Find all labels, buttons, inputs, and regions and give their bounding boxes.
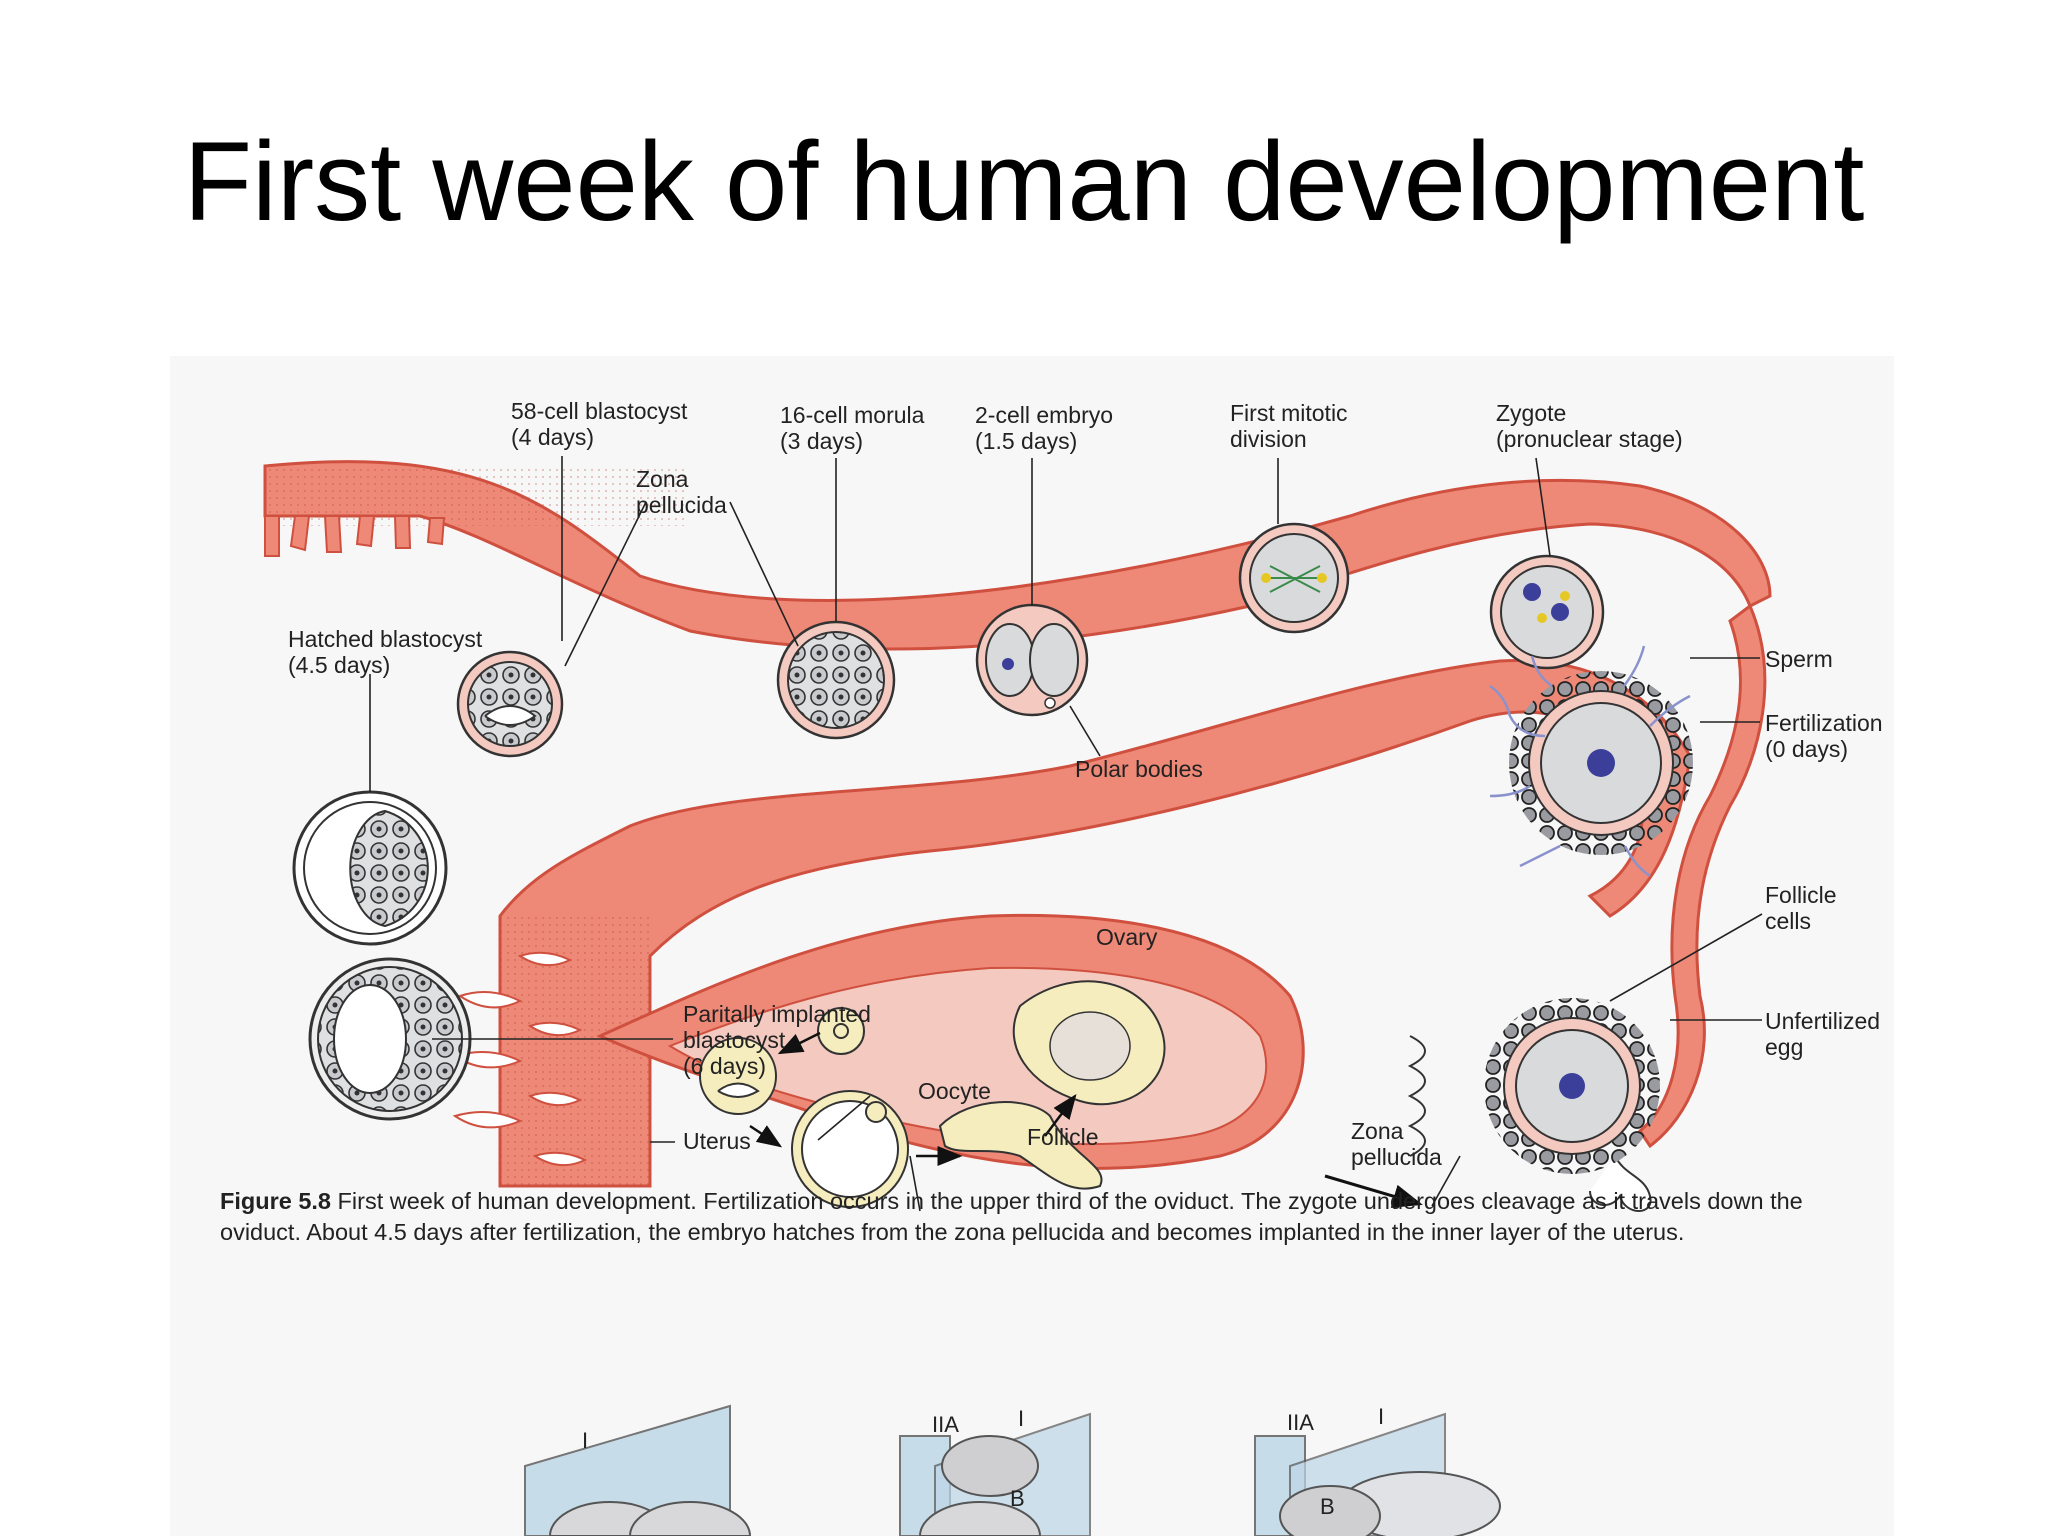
label-sperm: Sperm: [1765, 646, 1833, 672]
arrow-1: [777, 1031, 821, 1055]
label-follicle-cells: Follicle cells: [1765, 882, 1837, 934]
bottom-label-plane-2a: IIA: [932, 1412, 959, 1437]
label-2-cell-embryo: 2-cell embryo (1.5 days): [975, 402, 1114, 454]
label-first-mitotic-division: First mitotic division: [1230, 400, 1348, 452]
cleavage-plane-illustration-3: [1254, 1412, 1501, 1536]
primary-follicle: [817, 1007, 865, 1055]
label-zona-pellucida-top: Zona pellucida: [636, 466, 727, 518]
development-diagram: [263, 456, 1772, 1536]
fimbriae-left: [1407, 1035, 1426, 1157]
cleavage-plane-illustration-2: [899, 1412, 1091, 1536]
label-unfertilized-egg: Unfertilized egg: [1765, 1008, 1881, 1060]
uterus-glands: [452, 951, 588, 1167]
caption-text: First week of human development. Fertili…: [220, 1188, 1803, 1245]
arrow-4: [1044, 1094, 1077, 1137]
fimbriae-right: [1589, 1155, 1652, 1212]
label-zygote: Zygote (pronuclear stage): [1496, 400, 1683, 452]
oviduct-top-glands: [264, 515, 446, 557]
label-16-cell-morula: 16-cell morula (3 days): [780, 402, 925, 454]
oviduct-fimbria-wall: [1638, 603, 1767, 1149]
label-oocyte: Oocyte: [918, 1078, 991, 1104]
caption-figure-label: Figure 5.8: [220, 1188, 332, 1214]
label-fertilization: Fertilization (0 days): [1765, 710, 1883, 762]
unfertilized-egg: [1484, 998, 1660, 1174]
zygote-cell: [1489, 554, 1605, 670]
slide-title: First week of human development: [183, 119, 1865, 244]
bottom-label-plane-3b: I: [1378, 1404, 1385, 1429]
first-mitotic-division: [1238, 522, 1350, 634]
hatched-blastocyst: [292, 790, 448, 946]
bottom-label-plane-3a: IIA: [1287, 1410, 1314, 1435]
morula-16-cell: [776, 620, 896, 740]
leader-lines: [369, 456, 1763, 1212]
label-ovary: Ovary: [1096, 924, 1158, 950]
uterus-dots: [500, 916, 650, 1186]
fertilization-egg: [1489, 645, 1693, 878]
label-uterus: Uterus: [683, 1128, 751, 1154]
figure-panel: 58-cell blastocyst (4 days) 16-cell moru…: [170, 356, 1894, 1536]
bottom-label-plane-1: I: [582, 1428, 589, 1453]
bottom-label-cell-2: B: [1010, 1486, 1025, 1511]
arrow-5: [1324, 1174, 1423, 1208]
arrow-2: [749, 1124, 783, 1148]
bottom-label-plane-2b: I: [1018, 1406, 1025, 1431]
label-partially-implanted-blastocyst: Paritally implanted blastocyst (6 days): [683, 1001, 871, 1079]
label-polar-bodies: Polar bodies: [1075, 756, 1203, 782]
bottom-label-cell-3: B: [1320, 1494, 1335, 1519]
figure-caption: Figure 5.8 First week of human developme…: [220, 1186, 1880, 1248]
label-zona-pellucida-bottom: Zona pellucida: [1351, 1118, 1442, 1170]
cleavage-plane-illustration-1: [524, 1404, 752, 1536]
label-58-cell-blastocyst: 58-cell blastocyst (4 days): [511, 398, 688, 450]
label-hatched-blastocyst: Hatched blastocyst (4.5 days): [288, 626, 483, 678]
corpus-luteum-ruptured: [938, 1101, 1103, 1190]
secondary-follicle: [699, 1037, 777, 1115]
embryo-2-cell: [975, 603, 1089, 717]
partially-implanted-blastocyst: [308, 957, 472, 1121]
blastocyst-58-cell: [456, 650, 564, 758]
label-follicle: Follicle: [1027, 1124, 1099, 1150]
